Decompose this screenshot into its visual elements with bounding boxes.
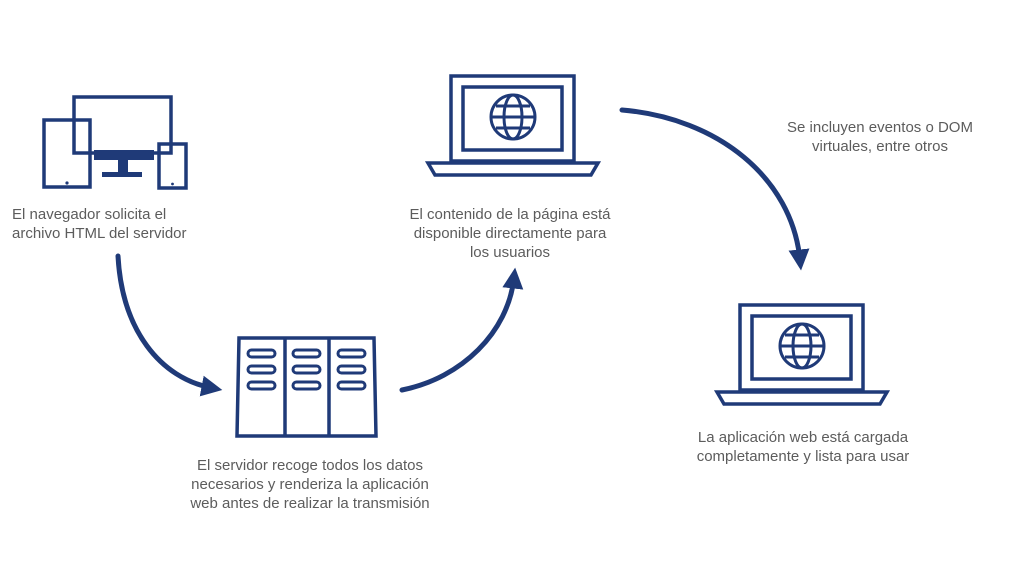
arrow-server-to-content: [399, 267, 524, 393]
server-icon: [235, 336, 378, 438]
note-label: Se incluyen eventos o DOM virtuales, ent…: [787, 119, 973, 155]
devices-icon: [42, 95, 188, 190]
step-content-label: El contenido de la página está disponibl…: [409, 206, 611, 261]
step-loaded-label: La aplicación web está cargada completam…: [696, 429, 910, 465]
laptop-globe-icon: [713, 303, 891, 406]
arrow-content-to-loaded: [619, 107, 810, 271]
step-server-label: El servidor recoge todos los datos neces…: [190, 457, 430, 512]
arrow-request-to-server: [115, 253, 223, 397]
step-request-label: El navegador solicita el archivo HTML de…: [12, 206, 187, 242]
laptop-globe-icon: [424, 74, 602, 177]
